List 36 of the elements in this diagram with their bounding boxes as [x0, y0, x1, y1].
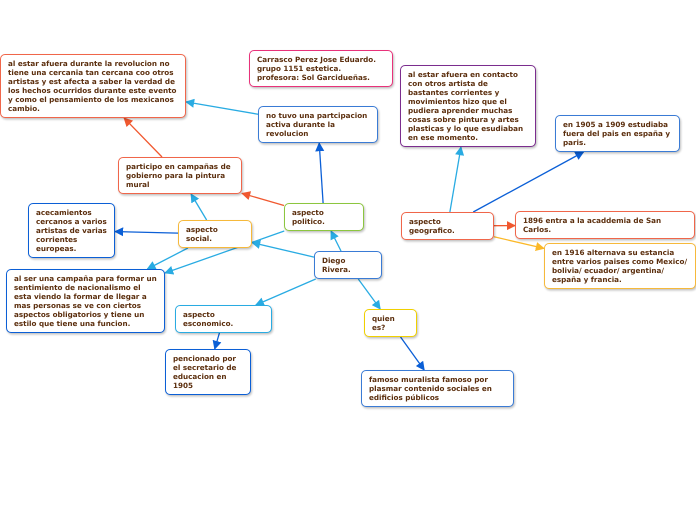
- arrow: [114, 227, 178, 236]
- arrow: [400, 336, 425, 371]
- arrow: [164, 230, 284, 275]
- subtopic-box: [6, 269, 165, 333]
- subtopic-box: [165, 349, 251, 395]
- arrow: [494, 236, 545, 251]
- arrow: [358, 278, 381, 310]
- subtopic-box: [28, 203, 115, 258]
- subtopic-box: [258, 106, 378, 143]
- topic-box: [401, 212, 494, 240]
- topic-box: [284, 203, 364, 231]
- subtopic-box: [400, 65, 536, 147]
- subtopic-box: [118, 157, 242, 194]
- subtopic-box: [0, 54, 186, 118]
- arrow: [449, 146, 464, 212]
- subtopic-box: [555, 115, 680, 152]
- arrow: [251, 240, 314, 258]
- subtopic-box: [515, 211, 695, 239]
- arrow: [254, 278, 316, 306]
- arrow: [241, 191, 284, 206]
- arrow: [123, 117, 162, 158]
- note-box: [249, 50, 393, 87]
- arrow: [472, 151, 584, 213]
- arrow: [494, 221, 516, 230]
- arrow: [146, 247, 188, 270]
- arrow: [185, 98, 258, 115]
- subtopic-box: [361, 370, 514, 407]
- subtopic-box: [544, 243, 696, 289]
- arrow: [190, 193, 208, 220]
- arrow: [330, 230, 342, 252]
- topic-box: [175, 305, 272, 333]
- topic-box: [178, 220, 252, 248]
- arrow: [315, 142, 324, 204]
- topic-box: [364, 309, 417, 337]
- central-topic-box: [314, 251, 382, 279]
- arrow: [212, 332, 222, 350]
